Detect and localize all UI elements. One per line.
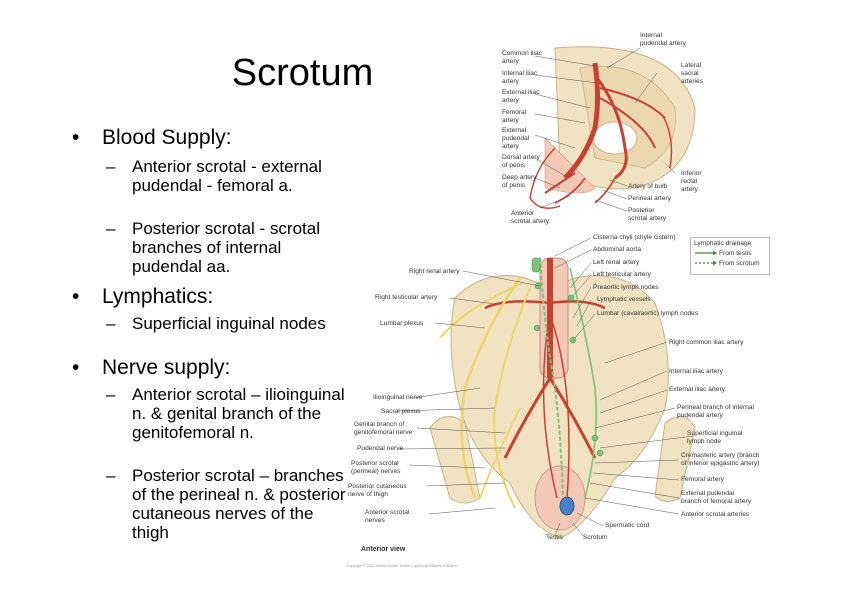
figure-label: Lumbar plexus [380,320,424,327]
sub-bullet: –Superficial inguinal nodes [106,314,326,333]
figure-label: Lumbar (caval/aortic) lymph nodes [597,310,699,317]
legend-entry: From scrotum [719,260,760,267]
sub-bullet: –Posterior scrotal - scrotal branches of… [106,219,320,276]
slide-title: Scrotum [231,52,374,94]
figure-label: External iliac artery [502,89,540,104]
figure-label: Sacral plexus [381,408,421,415]
figure-label: Anterior scrotal artery [511,210,550,225]
figure-label: Right common iliac artery [669,339,744,346]
figure-label: Deep artery of penis [502,174,537,189]
figure-label: Internal pudendal artery [640,32,686,47]
anatomy-figure: Common iliac artery Internal iliac arter… [345,28,775,568]
legend-swatches [695,250,717,266]
figure-label: Posterior cutaneous nerve of thigh [348,483,407,498]
figure-label: Left testicular artery [593,271,651,278]
figure-label: External iliac artery [669,386,726,393]
pelvic-arteries-illustration [529,46,696,212]
figure-label: Testis [546,534,563,541]
figure-label: Genital branch of genitofemoral nerve [354,421,413,436]
figure-label: Posterior scrotal (perineal) nerves [351,460,401,475]
figure-label: Superficial inguinal lymph node [687,430,743,445]
figure-label: Internal iliac artery [502,70,538,85]
figure-label: Abdominal aorta [593,246,642,253]
figure-label: Ilioinguinal nerve [373,394,423,401]
legend-entry: From testis [719,250,752,257]
copyright-text: Copyright © 2010 Wolters Kluwer Health |… [347,564,458,568]
bullet-lymphatics: •Lymphatics: [72,285,214,308]
figure-label: Femoral artery [681,476,724,483]
figure-label: Anterior scrotal nerves [365,509,410,524]
figure-label: Perineal branch of internal pudendal art… [677,404,754,419]
figure-label: Spermatic cord [605,522,650,529]
sub-bullet: –Anterior scrotal – ilioinguinal n. & ge… [106,385,345,442]
figure-label: Inferior rectal artery [681,170,702,193]
bullet-nerve-supply: •Nerve supply: [72,356,231,379]
figure-label: Posterior scrotal artery [628,207,667,222]
view-label: Anterior view [361,546,406,553]
figure-label: Perineal artery [628,195,671,202]
figure-label: Right renal artery [409,268,460,275]
figure-label: Artery of bulb [628,183,668,190]
figure-label: Right testicular artery [375,294,438,301]
figure-label: Cisterna chyli (chyle cistern) [593,234,676,241]
figure-label: Preaortic lymph nodes [593,284,659,291]
figure-label: External pudendal branch of femoral arte… [681,490,751,505]
figure-label: External pudendal artery [502,127,530,150]
figure-label: Cremasteric artery (branch of inferior e… [681,452,760,467]
figure-label: Left renal artery [593,259,640,266]
anatomy-illustration [396,46,696,539]
figure-label: Scrotum [583,534,608,541]
figure-label: Internal iliac artery [669,368,723,375]
lymphatic-legend: Lymphatic drainage From testis From scro… [690,237,770,275]
sub-bullet: –Anterior scrotal - external pudendal - … [106,157,322,195]
bullet-blood-supply: •Blood Supply: [72,126,232,149]
figure-label: Pudendal nerve [357,445,404,452]
figure-label: Anterior scrotal arteries [681,511,750,518]
figure-label: Lymphatic vessels [597,296,651,303]
figure-label: Dorsal artery of penis [502,154,540,169]
figure-label: Femoral artery [502,109,527,124]
sub-bullet: –Posterior scrotal – branches of the per… [106,466,346,542]
legend-title: Lymphatic drainage [694,240,752,247]
lymph-nerve-illustration [396,237,696,539]
figure-label: Lateral sacral arteries [681,62,703,85]
figure-label: Common iliac artery [502,50,542,65]
